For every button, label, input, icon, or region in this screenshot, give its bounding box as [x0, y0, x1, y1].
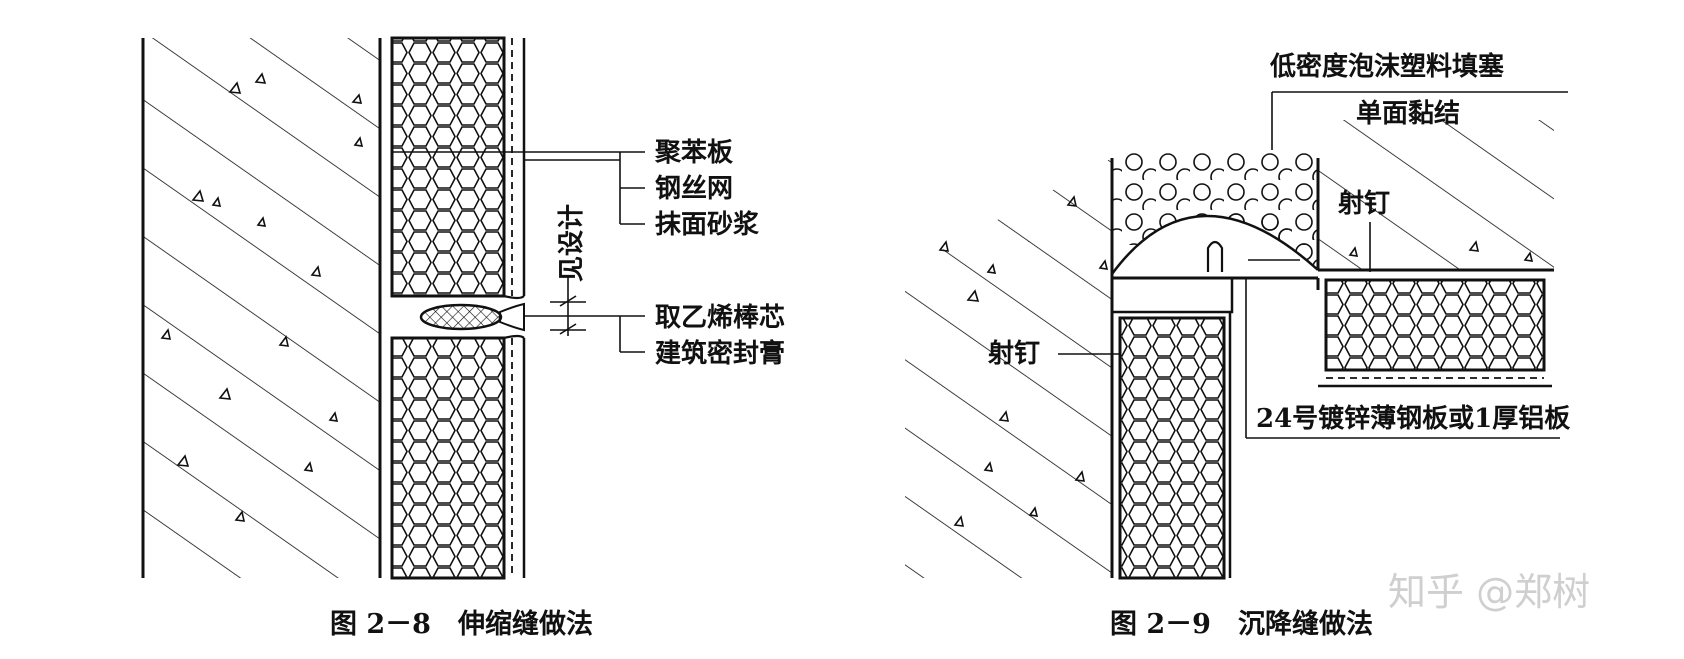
label-single-side-bond: 单面黏结 — [1356, 99, 1460, 129]
sealant-fill — [499, 302, 525, 332]
concrete-wall — [143, 38, 380, 578]
aggregate-marks-right — [938, 195, 1534, 527]
caption-figure-2-8: 图 2－8 伸缩缝做法 — [330, 608, 593, 640]
metal-sheet-flange-left — [1110, 276, 1234, 314]
label-plaster-mortar: 抹面砂浆 — [655, 209, 760, 240]
expansion-joint-diagram: 见设计 聚苯板 钢丝网 抹面砂浆 取乙烯棒芯 建筑密封膏 图 2－8 伸缩缝做法 — [141, 36, 785, 640]
polystyrene-board-left — [1118, 316, 1226, 580]
label-foam-filler: 低密度泡沫塑料填塞 — [1269, 51, 1504, 82]
caption-figure-2-9: 图 2－9 沉降缝做法 — [1110, 608, 1373, 640]
label-nail-right: 射钉 — [1337, 189, 1390, 219]
watermark-text: 知乎 @郑树 — [1388, 570, 1590, 614]
label-polyethylene-rod: 取乙烯棒芯 — [655, 303, 785, 333]
polystyrene-board-lower — [390, 336, 506, 580]
concrete-wall-right — [1318, 120, 1554, 270]
aggregate-marks — [160, 72, 364, 522]
label-steel-wire-mesh: 钢丝网 — [655, 174, 733, 204]
nail-head — [1206, 240, 1224, 272]
joint-edge-upper — [503, 294, 525, 300]
leader-lines-right — [1058, 91, 1568, 439]
joint-edge-lower — [503, 334, 525, 340]
polystyrene-board-upper — [390, 36, 506, 298]
concrete-wall-left — [905, 158, 1112, 578]
label-see-design: 见设计 — [557, 204, 587, 282]
settlement-joint-diagram: 低密度泡沫塑料填塞 单面黏结 射钉 射钉 24号镀锌薄钢板或1厚铝板 图 2－9… — [905, 51, 1570, 640]
polyethylene-backer-rod — [419, 303, 503, 331]
label-metal-sheet: 24号镀锌薄钢板或1厚铝板 — [1256, 403, 1570, 434]
polystyrene-board-right — [1324, 278, 1546, 372]
label-polystyrene-board: 聚苯板 — [654, 138, 733, 168]
label-sealant: 建筑密封膏 — [655, 338, 785, 369]
leader-lines-left — [392, 151, 645, 353]
label-nail-left: 射钉 — [987, 339, 1040, 369]
